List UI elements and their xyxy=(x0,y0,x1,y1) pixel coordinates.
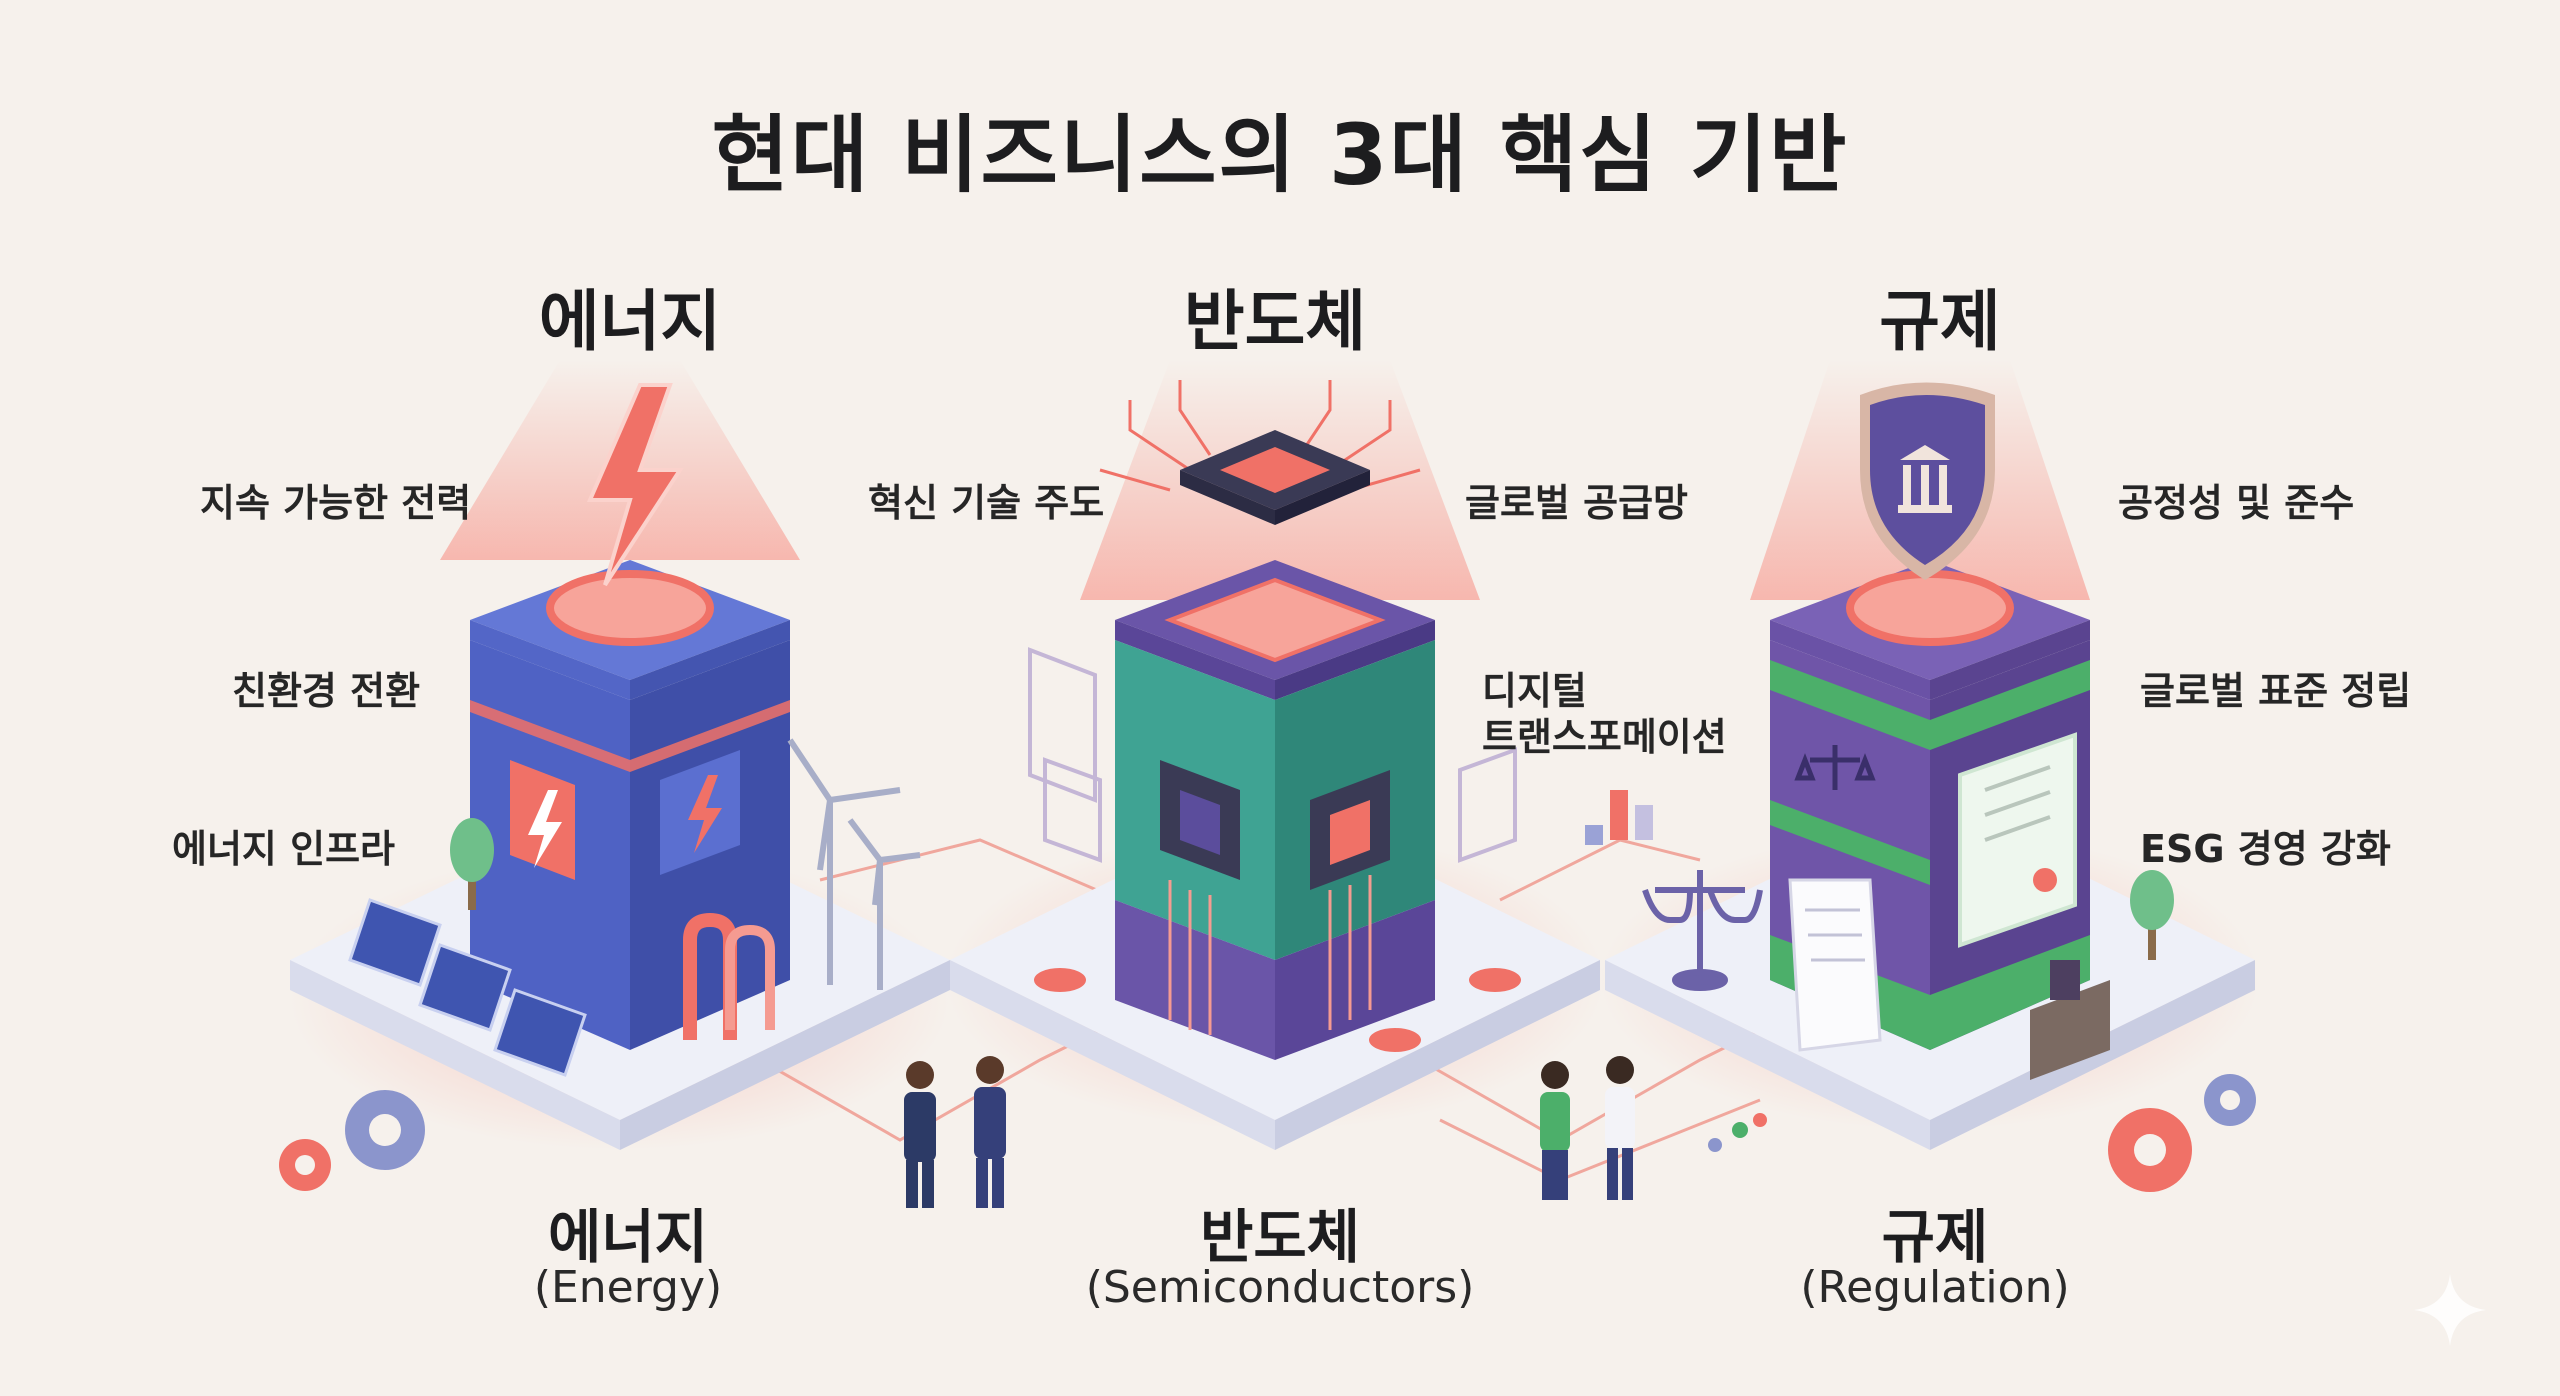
semi-label-3: 디지털 xyxy=(1482,669,1587,713)
energy-caption-en: (Energy) xyxy=(533,1262,723,1313)
people-icon xyxy=(904,1056,1635,1208)
energy-caption-kr: 에너지 xyxy=(547,1203,709,1271)
gear-icon xyxy=(279,1090,425,1191)
lightning-badge-icon xyxy=(660,750,740,875)
semi-label-1: 혁신 기술 주도 xyxy=(868,481,1105,525)
document-icon xyxy=(1788,878,1882,1052)
chip-icon xyxy=(1160,760,1240,880)
energy-pillar xyxy=(279,360,950,1191)
gear-icon xyxy=(2108,1074,2256,1192)
wind-turbine-icon xyxy=(787,738,921,990)
chip-icon xyxy=(1310,770,1390,890)
semi-label-4: 트랜스포메이션 xyxy=(1482,715,1727,759)
pillar-title-semiconductors: 반도체 xyxy=(1183,283,1367,360)
scale-icon xyxy=(1642,870,1763,991)
tree-icon xyxy=(2130,870,2174,960)
pillar-title-regulation: 규제 xyxy=(1879,283,2001,360)
semi-label-2: 글로벌 공급망 xyxy=(1465,481,1688,525)
scale-icon xyxy=(1794,745,1876,790)
chip-icon xyxy=(1180,430,1370,525)
reg-caption-en: (Regulation) xyxy=(1800,1262,2070,1313)
semi-caption-kr: 반도체 xyxy=(1199,1203,1361,1271)
tree-icon xyxy=(450,818,494,910)
pillar-title-energy: 에너지 xyxy=(538,283,722,360)
semi-caption-en: (Semiconductors) xyxy=(1085,1262,1475,1313)
shield-building-icon xyxy=(1860,382,1995,580)
document-icon xyxy=(1958,732,2077,948)
solar-panel-icon xyxy=(348,898,587,1077)
reg-label-2: 글로벌 표준 정립 xyxy=(2140,669,2412,713)
reg-label-3: ESG 경영 강화 xyxy=(2140,827,2391,871)
energy-label-3: 에너지 인프라 xyxy=(172,827,395,871)
circuit-traces xyxy=(1099,380,1421,492)
gavel-icon xyxy=(2030,960,2110,1080)
page-title: 현대 비즈니스의 3대 핵심 기반 xyxy=(711,106,1849,204)
reg-caption-kr: 규제 xyxy=(1881,1203,1989,1271)
lightning-badge-icon xyxy=(510,760,575,880)
bar-icon xyxy=(1585,790,1653,845)
reg-label-1: 공정성 및 준수 xyxy=(2118,481,2355,525)
data-panel-icon xyxy=(1028,647,1517,863)
semiconductor-pillar xyxy=(945,360,1653,1150)
energy-label-2: 친환경 전환 xyxy=(232,669,421,713)
energy-label-1: 지속 가능한 전력 xyxy=(200,481,472,525)
regulation-pillar xyxy=(1600,360,2260,1192)
sparkle-icon xyxy=(2414,1274,2486,1346)
lightning-icon xyxy=(586,383,684,587)
dots xyxy=(1708,1113,1767,1152)
